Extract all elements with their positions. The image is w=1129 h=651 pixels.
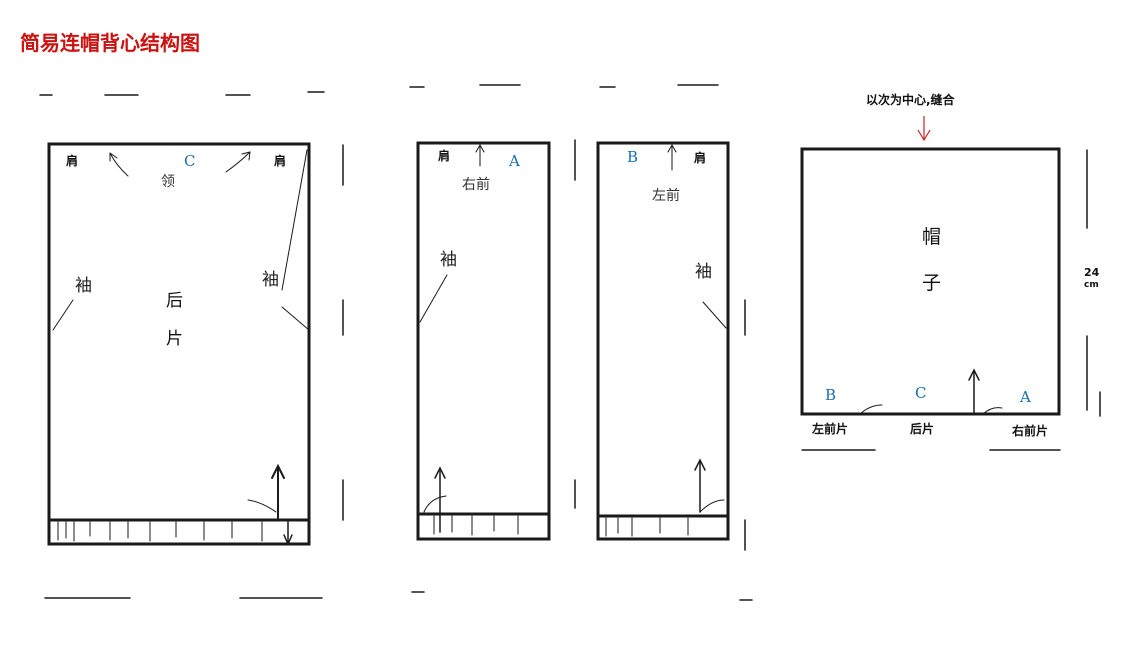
back-panel-outline [47, 142, 311, 546]
left-front-dimension-marks [599, 84, 753, 601]
right-front-shoulder-label: 肩 [438, 149, 451, 163]
back-sleeve-line-left [52, 299, 74, 331]
hood-letter-c: C [915, 384, 927, 402]
left-front-name: 左前 [652, 188, 680, 204]
hood-letter-a: A [1020, 388, 1031, 406]
left-front-sleeve-label: 袖 [695, 262, 712, 282]
left-front-sleeve-line [702, 301, 727, 329]
back-neck-arrow-right [225, 151, 251, 173]
hood-bottom-mid-label: 后片 [910, 422, 935, 436]
hood-bottom-right-label: 右前片 [1012, 424, 1049, 438]
left-front-ribbing-hatch [605, 517, 689, 537]
right-front-outline [416, 141, 551, 541]
left-front-shoulder-label: 肩 [694, 151, 707, 165]
left-front-letter: B [627, 148, 639, 166]
right-front-letter: A [509, 152, 520, 170]
hood-outline [800, 147, 1061, 416]
right-front-ribbing-hatch [433, 515, 519, 536]
right-front-dimension-marks [409, 84, 576, 593]
back-neck-letter: C [184, 152, 196, 170]
back-name-line2: 片 [166, 329, 183, 349]
back-ribbing-hatch [57, 521, 263, 542]
right-front-name: 右前 [462, 177, 490, 193]
left-front-outline [596, 141, 730, 541]
hood-name-line1: 帽 [922, 226, 942, 248]
hood-bottom-left-label: 左前片 [812, 422, 849, 436]
back-neck-label: 领 [161, 174, 175, 190]
hood-dimension-marks [801, 149, 1101, 451]
back-name-line1: 后 [166, 291, 183, 311]
back-sleeve-line-right [281, 149, 308, 291]
back-shoulder-right-label: 肩 [274, 154, 287, 168]
hood-center-note-arrow [917, 116, 931, 142]
hood-letter-b: B [825, 386, 837, 404]
back-dimension-marks [39, 91, 344, 599]
hood-height-value: 24 [1084, 266, 1100, 279]
back-shoulder-left-label: 肩 [66, 154, 79, 168]
back-sleeve-left-label: 袖 [75, 276, 92, 296]
page-title: 简易连帽背心结构图 [20, 31, 200, 55]
hood-top-note: 以次为中心,缝合 [866, 93, 955, 107]
back-neck-arrow-left [109, 152, 129, 177]
hood-height-unit: cm [1084, 280, 1099, 290]
right-front-sleeve-line [419, 274, 448, 323]
right-front-sleeve-label: 袖 [440, 250, 457, 270]
hood-name-line2: 子 [922, 272, 942, 294]
back-sleeve-right-label: 袖 [262, 270, 279, 290]
